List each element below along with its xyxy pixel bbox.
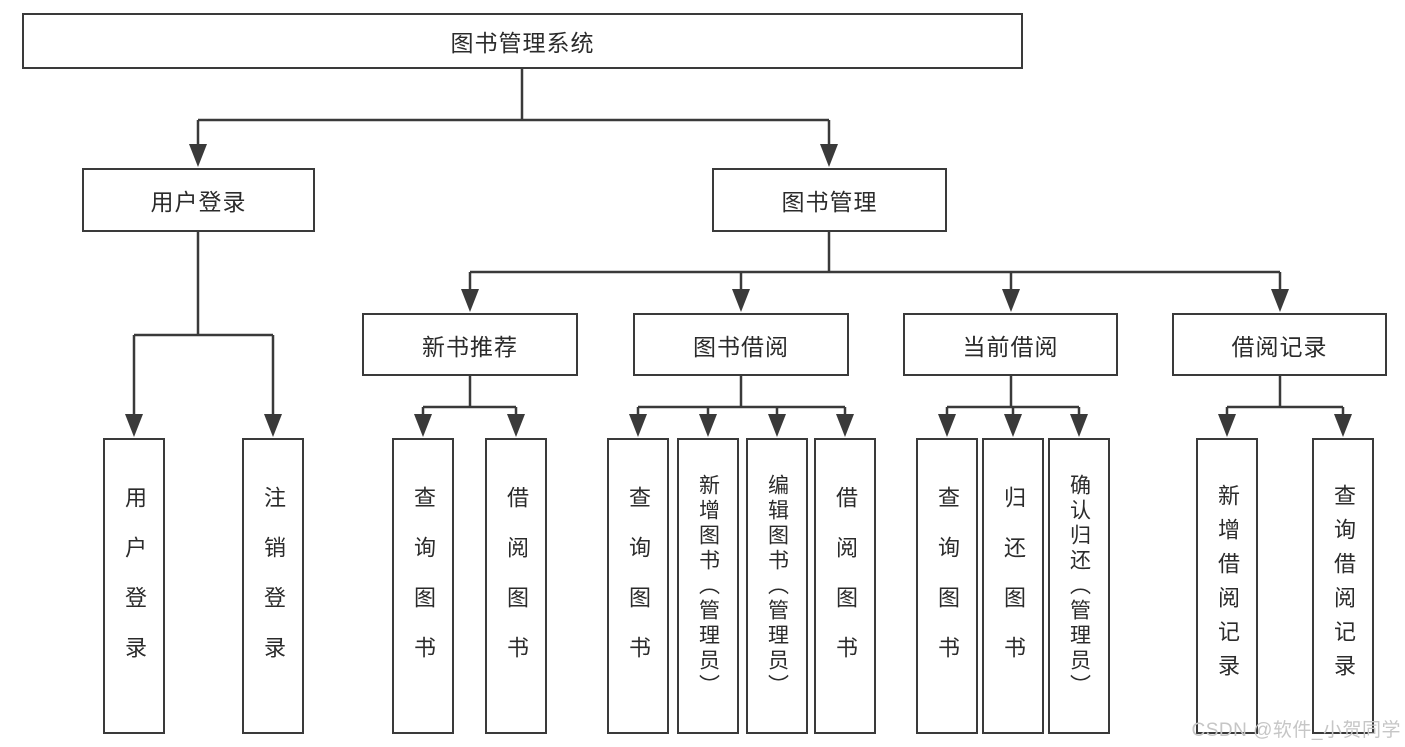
node-new-book-recommendation: 新书推荐 [362,313,578,376]
leaf-rec-query-record: 查询借阅记录 [1312,438,1374,734]
connector-user-branch [132,232,275,416]
connector-borrowing [636,376,847,416]
leaf-bb-query-books: 查询图书 [607,438,669,734]
leaf-logout: 注销登录 [242,438,304,734]
leaf-bb-borrow-books: 借阅图书 [814,438,876,734]
leaf-cb-return-books: 归还图书 [982,438,1044,734]
leaf-nbr-borrow-books: 借阅图书 [485,438,547,734]
leaf-bb-edit-books-admin: 编辑图书（管理员） [746,438,808,734]
leaf-nbr-query-books: 查询图书 [392,438,454,734]
connector-current [945,376,1081,416]
node-library-management-system: 图书管理系统 [22,13,1023,69]
leaf-cb-query-books: 查询图书 [916,438,978,734]
leaf-bb-add-books-admin: 新增图书（管理员） [677,438,739,734]
connector-root [196,69,831,146]
node-user-login-branch: 用户登录 [82,168,315,232]
node-current-borrowing: 当前借阅 [903,313,1118,376]
leaf-rec-add-record: 新增借阅记录 [1196,438,1258,734]
arrowheads [125,144,1352,437]
leaf-cb-confirm-return-admin: 确认归还（管理员） [1048,438,1110,734]
leaf-user-login: 用户登录 [103,438,165,734]
node-book-borrowing: 图书借阅 [633,313,849,376]
node-borrowing-records: 借阅记录 [1172,313,1387,376]
watermark: CSDN @软件_小贺同学 [1191,720,1401,741]
connector-book-branch [468,232,1282,291]
node-book-management-branch: 图书管理 [712,168,947,232]
connector-records [1225,376,1345,416]
connector-new-book [421,376,518,416]
